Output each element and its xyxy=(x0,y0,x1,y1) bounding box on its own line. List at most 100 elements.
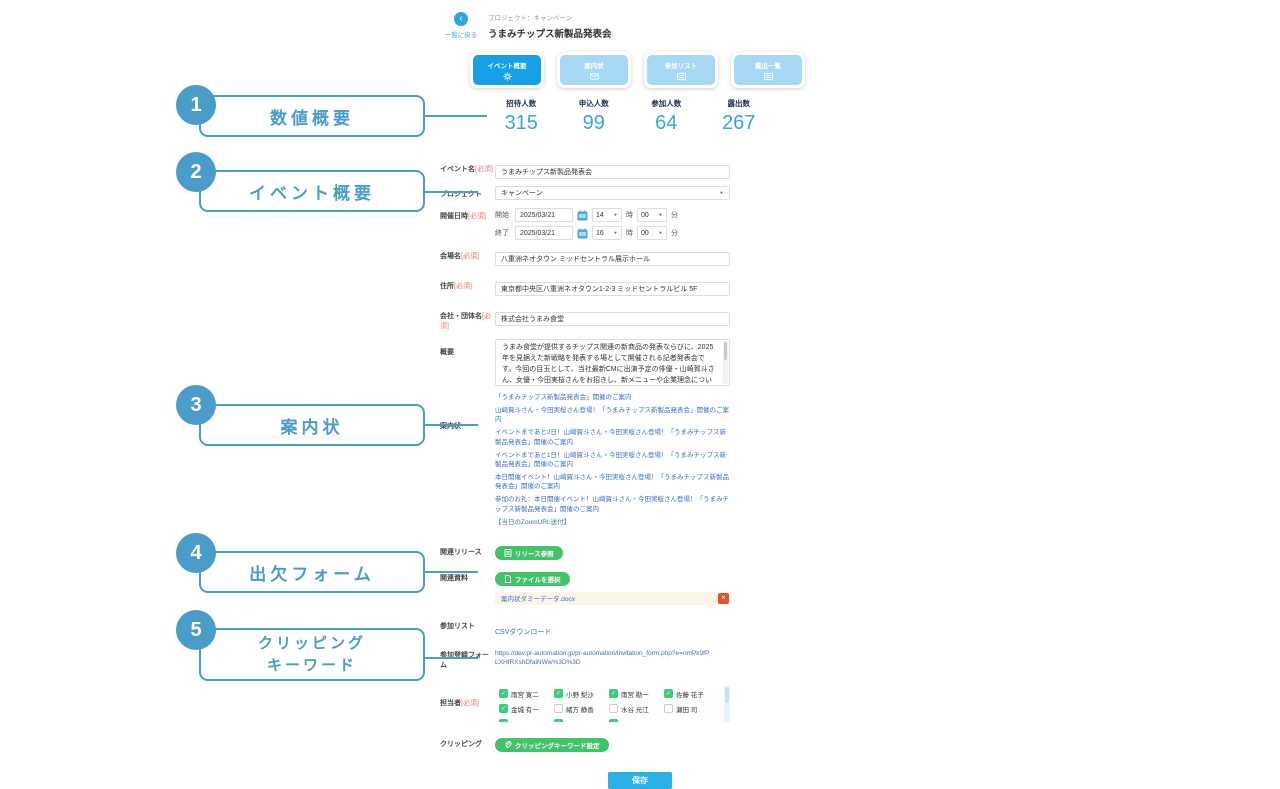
staff-checkbox-item[interactable]: 瀬田 司 xyxy=(664,704,719,714)
callout-3-box: 案内状 xyxy=(199,404,425,446)
clipping-keyword-button[interactable]: クリッピングキーワード設定 xyxy=(495,737,609,752)
event-name-label-text: イベント名 xyxy=(440,166,475,173)
field-event-name: イベント名[必須] xyxy=(430,161,810,179)
overview-textarea-wrap: うまみ食堂が提供するチップス関連の新商品の発表ならびに、2025年を見据えた新戦… xyxy=(495,339,730,386)
callout-3-label: 案内状 xyxy=(280,417,344,437)
event-name-label: イベント名[必須] xyxy=(430,161,495,179)
staff-checkbox-item[interactable]: ✓金城 有一 xyxy=(499,704,554,714)
tab-exposure-list[interactable]: 露出一覧 xyxy=(734,55,802,85)
tab-invitation[interactable]: 案内状 xyxy=(560,55,628,85)
invitation-link[interactable]: 「うまみチップス新製品発表会」開催のご案内 xyxy=(495,394,632,401)
registration-form-label: 参加登録フォーム xyxy=(430,647,495,670)
stat-attended-value: 64 xyxy=(655,112,678,134)
staff-checkbox-item[interactable]: ✓ xyxy=(499,718,554,722)
attached-file-link[interactable]: 案内状ダミーデータ.docx xyxy=(501,596,576,604)
staff-checkbox-item[interactable]: 水谷 光江 xyxy=(609,704,664,714)
start-minute-value: 00 xyxy=(641,211,649,219)
stat-exposure-value: 267 xyxy=(722,112,756,134)
back-label: 一覧に戻る xyxy=(444,32,478,39)
staff-checkbox-item[interactable]: ✓ xyxy=(609,718,664,722)
staff-scrollbar-thumb[interactable] xyxy=(725,686,729,703)
required-badge: [必須] xyxy=(461,253,479,260)
select-file-button[interactable]: ファイルを選択 xyxy=(495,571,570,586)
staff-scrollbar[interactable] xyxy=(724,685,730,722)
callout-3-connector xyxy=(425,424,478,426)
overview-scrollbar-thumb[interactable] xyxy=(724,342,727,360)
project-select[interactable]: キャンペーン ▼ xyxy=(495,186,730,200)
staff-checkbox-item[interactable]: 緒方 静香 xyxy=(554,704,609,714)
checkbox-icon: ✓ xyxy=(499,718,508,722)
invitation-link[interactable]: 本日開催イベント！山崎賀斗さん・今田実桜さん登場！「うまみチップス新製品発表会」… xyxy=(495,473,729,491)
stat-attended: 参加人数 64 xyxy=(630,98,703,135)
required-badge: [必須] xyxy=(468,213,486,220)
end-minute-value: 00 xyxy=(641,229,649,237)
event-name-input[interactable] xyxy=(495,165,730,179)
callout-3-number: 3 xyxy=(176,385,216,425)
back-to-list-button[interactable]: ‹ 一覧に戻る xyxy=(442,12,480,39)
registration-form-url-link[interactable]: https://dev.pr-automation.jp/pr-automati… xyxy=(495,649,710,667)
chevron-down-icon: ▼ xyxy=(719,190,724,196)
minute-unit: 分 xyxy=(671,230,678,237)
callout-2-number: 2 xyxy=(176,152,216,192)
clipping-button-label: クリッピングキーワード設定 xyxy=(515,742,600,750)
tab-participant-list[interactable]: 参加リスト xyxy=(647,55,715,85)
tab-event-overview-label: イベント概要 xyxy=(487,62,527,70)
calendar-icon[interactable] xyxy=(577,209,588,221)
invitation-link[interactable]: 山崎賀斗さん・今田実桜さん登場！「うまみチップス新製品発表会」開催のご案内 xyxy=(495,406,729,424)
staff-checkbox-item[interactable]: ✓雨宮 勘一 xyxy=(609,689,664,699)
chevron-down-icon: ▼ xyxy=(658,212,663,218)
overview-scrollbar[interactable] xyxy=(723,341,728,384)
start-date-input[interactable] xyxy=(515,208,573,222)
staff-checkbox-item[interactable]: ✓ xyxy=(554,718,609,722)
end-date-input[interactable] xyxy=(515,226,573,240)
end-hour-select[interactable]: 16▼ xyxy=(592,226,622,240)
staff-checkbox-item[interactable]: ✓雨宮 寛二 xyxy=(499,689,554,699)
tab-card-event-overview: イベント概要 xyxy=(470,52,544,88)
checkbox-icon: ✓ xyxy=(609,689,618,699)
paperclip-icon xyxy=(505,740,512,748)
checkbox-icon: ✓ xyxy=(499,704,508,714)
staff-name: 水谷 光江 xyxy=(621,706,649,714)
staff-checkbox-item[interactable]: ✓佐藤 花子 xyxy=(664,689,719,699)
end-minute-select[interactable]: 00▼ xyxy=(637,226,667,240)
callout-2-connector xyxy=(425,191,478,193)
address-input[interactable] xyxy=(495,282,730,296)
clipping-label: クリッピング xyxy=(430,736,495,754)
company-input[interactable] xyxy=(495,312,730,326)
invitation-link[interactable]: 【当日のZoomURL送付】 xyxy=(495,518,571,526)
venue-input[interactable] xyxy=(495,252,730,266)
checkbox-icon: ✓ xyxy=(609,718,618,722)
stat-exposure: 露出数 267 xyxy=(703,98,776,135)
staff-label: 担当者[必須] xyxy=(430,686,495,722)
invitation-link[interactable]: イベントまであと1日！山崎賀斗さん・今田実桜さん登場！「うまみチップス新製品発表… xyxy=(495,451,727,469)
staff-checkbox-panel: ✓雨宮 寛二 ✓小野 梨沙 ✓雨宮 勘一 ✓佐藤 花子 ✓金城 有一 緒方 静香… xyxy=(495,685,730,722)
callout-4-box: 出欠フォーム xyxy=(199,551,425,593)
calendar-icon[interactable] xyxy=(577,227,588,239)
field-participant-list: 参加リスト CSVダウンロード xyxy=(430,618,810,639)
start-minute-select[interactable]: 00 ▼ xyxy=(637,208,667,222)
field-address: 住所[必須] xyxy=(430,278,810,296)
invitation-link[interactable]: イベントまであと2日！山崎賀斗さん・今田実桜さん登場！「うまみチップス新製品発表… xyxy=(495,429,727,446)
required-badge: [必須] xyxy=(440,313,491,330)
breadcrumb: プロジェクト：キャンペーン xyxy=(488,15,573,22)
csv-download-link[interactable]: CSVダウンロード xyxy=(495,628,552,636)
invitations-label-text: 案内状 xyxy=(440,423,461,430)
tab-card-invitation: 案内状 xyxy=(557,52,631,88)
delete-file-button[interactable]: × xyxy=(718,592,729,604)
invitation-link[interactable]: 参加のお礼：本日開催イベント！山崎賀斗さん・今田実桜さん登場！「うまみチップス新… xyxy=(495,496,729,513)
start-hour-select[interactable]: 14▼ xyxy=(592,208,622,222)
staff-name: 佐藤 花子 xyxy=(676,691,704,699)
overview-textarea[interactable]: うまみ食堂が提供するチップス関連の新商品の発表ならびに、2025年を見据えた新戦… xyxy=(496,340,729,385)
tab-event-overview[interactable]: イベント概要 xyxy=(473,55,541,85)
release-reference-button[interactable]: リリース参照 xyxy=(495,545,563,560)
materials-button-label: ファイルを選択 xyxy=(515,576,561,584)
save-button[interactable]: 保存 xyxy=(608,771,672,789)
required-badge: [必須] xyxy=(461,699,479,707)
datetime-label-text: 開催日時 xyxy=(440,213,468,220)
staff-checkbox-item[interactable]: ✓小野 梨沙 xyxy=(554,689,609,699)
hour-unit: 時 xyxy=(626,230,633,237)
field-invitations: 案内状 「うまみチップス新製品発表会」開催のご案内 山崎賀斗さん・今田実桜さん登… xyxy=(430,391,810,531)
chevron-down-icon: ▼ xyxy=(613,230,618,236)
staff-name: 雨宮 勘一 xyxy=(621,691,649,699)
field-staff: 担当者[必須] ✓雨宮 寛二 ✓小野 梨沙 ✓雨宮 勘一 ✓佐藤 花子 ✓金城 … xyxy=(430,685,810,722)
